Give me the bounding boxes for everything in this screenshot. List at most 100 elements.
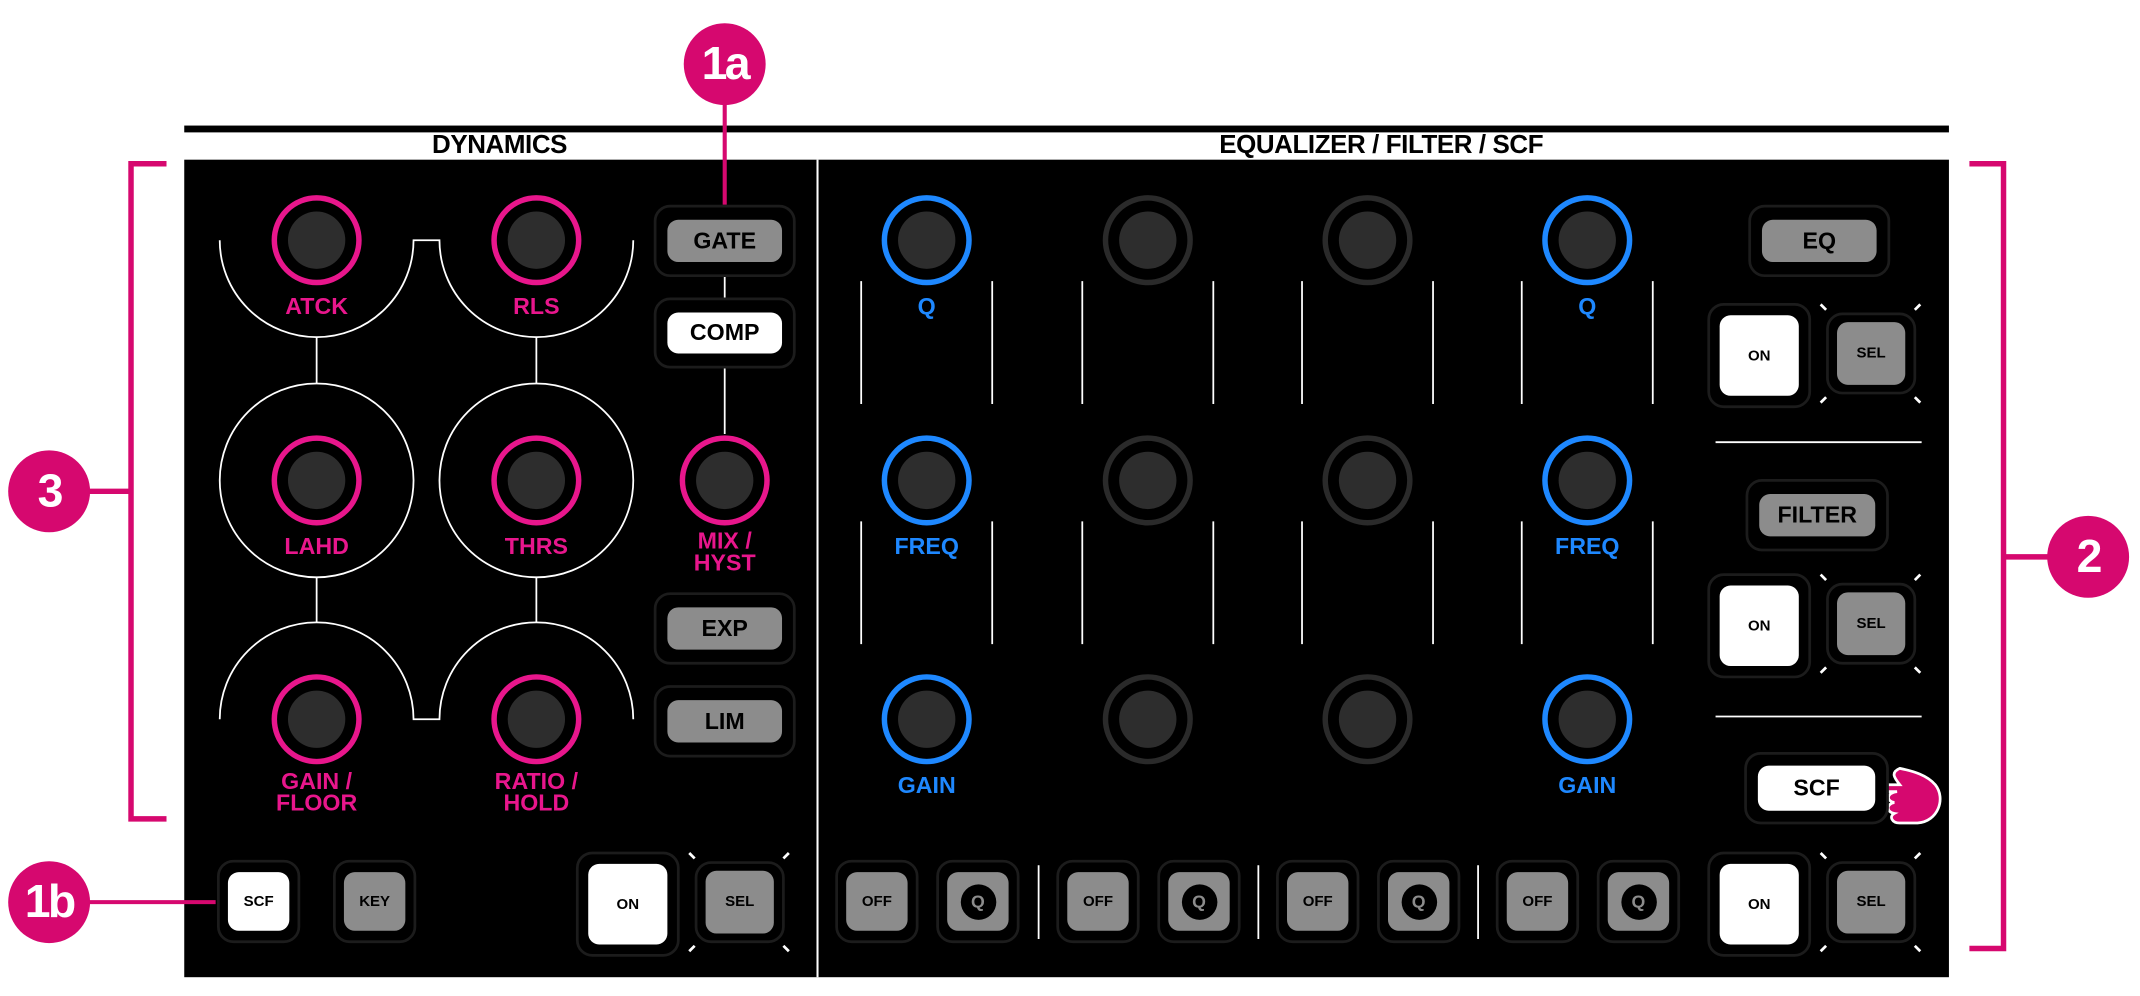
scf-sel-corner-tick-0 (1819, 852, 1828, 860)
scf-sel-corner-tick-1 (1913, 852, 1922, 860)
mode-exp-button[interactable]: EXP (667, 607, 783, 650)
filter-sel-button[interactable]: SEL (1837, 592, 1906, 656)
eq-band2-knob-freq[interactable] (1102, 435, 1193, 526)
mode-lim-button[interactable]: LIM (667, 700, 783, 743)
section-title-dynamics: DYNAMICS (432, 131, 568, 160)
knob-gain-floor-label: GAIN / FLOOR (276, 768, 358, 817)
eq-band3-knob-gain[interactable] (1322, 674, 1413, 765)
eq-band1-knob-q[interactable] (881, 195, 972, 286)
eq-band2-q-button[interactable]: Q (1168, 872, 1230, 931)
knob-thrs-cap (507, 451, 566, 510)
eq-band2-off-button[interactable]: OFF (1067, 872, 1129, 931)
eq-on-button[interactable]: ON (1719, 315, 1799, 396)
knob-ratio-hold[interactable] (491, 674, 582, 765)
eq-band4-knob-gain[interactable] (1542, 674, 1633, 765)
knob-connectors (315, 337, 538, 623)
eq-band2-knob-gain[interactable] (1102, 674, 1193, 765)
knob-mix-hyst[interactable] (679, 435, 770, 526)
mode-gate-button[interactable]: GATE (667, 219, 783, 263)
filter-sel-corner-tick-0 (1819, 573, 1828, 582)
filter-mode-button[interactable]: FILTER (1759, 494, 1876, 537)
mode-comp-button[interactable]: COMP (667, 312, 783, 354)
eq-band3-knob-q-cap (1338, 211, 1397, 269)
knob-atck-label: ATCK (285, 293, 348, 320)
scf-sel-button[interactable]: SEL (1837, 870, 1906, 934)
eq-band4-knob-freq[interactable] (1542, 435, 1633, 526)
dyn-scf-button[interactable]: SCF (227, 872, 290, 931)
knob-thrs[interactable] (491, 435, 582, 526)
knob-mix-hyst-cap (696, 451, 754, 510)
knob-thrs-label: THRS (504, 533, 568, 560)
eq-band2-q-button-q-icon: Q (1181, 883, 1217, 920)
top-arc-outline (218, 239, 635, 338)
eq-band1-q-button[interactable]: Q (947, 872, 1009, 931)
eq-band2-knob-freq-cap (1119, 451, 1177, 510)
dyn-sel-corner-tick-1 (782, 852, 790, 860)
eq-band4-knob-q[interactable] (1542, 195, 1633, 286)
eq-band3-off-button[interactable]: OFF (1287, 872, 1349, 931)
eq-band4-knob-gain-label: GAIN (1558, 772, 1617, 799)
eq-band4-knob-q-label: Q (1578, 293, 1597, 320)
eq-band-rails-1 (860, 281, 994, 645)
annotation-3: 3 (8, 450, 91, 533)
scf-mode-button[interactable]: SCF (1757, 765, 1876, 811)
eq-band3-q-button[interactable]: Q (1388, 872, 1450, 931)
eq-band1-knob-q-label: Q (917, 293, 936, 320)
annotation-2: 2 (2047, 515, 2130, 598)
eq-sel-corner-tick-0 (1819, 303, 1828, 311)
eq-sel-corner-tick-3 (1913, 396, 1922, 404)
lahd-circle-outline (218, 382, 415, 579)
dyn-key-button[interactable]: KEY (343, 872, 406, 931)
eq-band4-knob-gain-cap (1558, 690, 1616, 748)
eq-band1-knob-freq[interactable] (881, 435, 972, 526)
section-title-eq: EQUALIZER / FILTER / SCF (1219, 131, 1544, 160)
eq-mode-button[interactable]: EQ (1761, 219, 1877, 263)
knob-atck[interactable] (271, 195, 362, 286)
eq-band1-knob-freq-label: FREQ (894, 533, 959, 560)
dyn-on-button[interactable]: ON (588, 863, 668, 945)
eq-band-rails-3 (1301, 281, 1434, 645)
scf-on-button[interactable]: ON (1719, 863, 1799, 945)
eq-band4-q-button[interactable]: Q (1607, 872, 1670, 931)
eq-band1-knob-gain[interactable] (881, 674, 972, 765)
knob-atck-cap (287, 211, 346, 269)
filter-sel-corner-tick-1 (1913, 573, 1922, 582)
knob-gain-floor-cap (287, 690, 346, 748)
filter-on-button[interactable]: ON (1719, 585, 1799, 667)
eq-bottom-dividers (1037, 865, 1479, 939)
eq-band2-knob-q[interactable] (1102, 195, 1193, 286)
knob-gain-floor[interactable] (271, 674, 362, 765)
dyn-sel-button[interactable]: SEL (705, 870, 774, 934)
eq-band3-knob-freq[interactable] (1322, 435, 1413, 526)
annotation-1b: 1b (8, 861, 91, 944)
eq-band3-knob-gain-cap (1338, 690, 1397, 748)
eq-band1-knob-freq-cap (898, 451, 956, 510)
eq-band3-q-button-q-icon: Q (1400, 883, 1437, 920)
dyn-sel-corner-tick-2 (688, 944, 696, 953)
knob-rls-cap (507, 211, 566, 269)
eq-band4-off-button[interactable]: OFF (1506, 872, 1569, 931)
eq-sel-corner-tick-1 (1913, 303, 1922, 311)
knob-lahd[interactable] (271, 435, 362, 526)
dyn-sel-corner-tick-0 (688, 852, 696, 860)
scf-sel-corner-tick-3 (1913, 944, 1922, 953)
annotation-bracket-3 (81, 161, 167, 822)
eq-band4-q-button-q-icon: Q (1620, 883, 1657, 920)
scf-sel-corner-tick-2 (1819, 944, 1828, 953)
annotation-bracket-2 (1969, 161, 2055, 952)
eq-band1-knob-q-cap (898, 211, 956, 269)
eq-band4-knob-q-cap (1558, 211, 1616, 269)
knob-rls[interactable] (491, 195, 582, 286)
dyn-sel-corner-tick-3 (782, 944, 790, 953)
eq-band1-knob-gain-cap (898, 690, 956, 748)
eq-band2-knob-q-cap (1119, 211, 1177, 269)
annotation-1a: 1a (683, 23, 766, 106)
knob-lahd-cap (287, 451, 346, 510)
eq-band-rails-4 (1520, 281, 1654, 645)
eq-sel-button[interactable]: SEL (1837, 322, 1906, 385)
filter-sel-corner-tick-3 (1913, 666, 1922, 674)
eq-band3-knob-q[interactable] (1322, 195, 1413, 286)
eq-band1-off-button[interactable]: OFF (846, 872, 908, 931)
knob-lahd-label: LAHD (284, 533, 349, 560)
